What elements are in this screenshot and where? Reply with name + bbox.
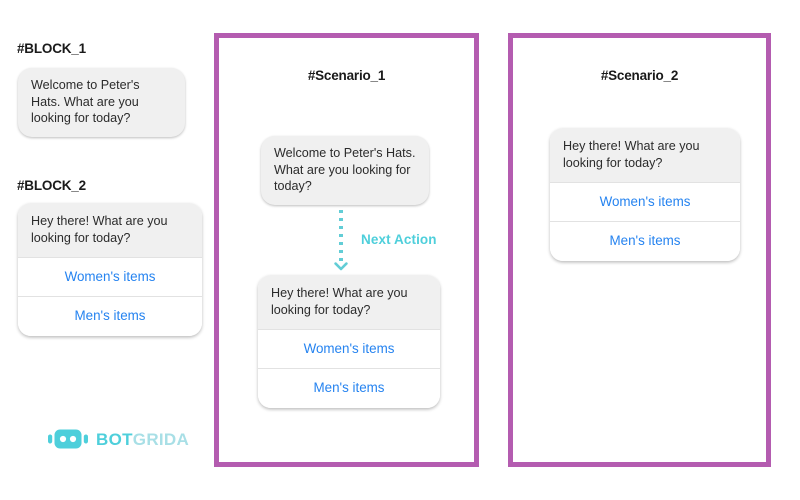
next-action-connector: Next Action [330,210,480,278]
botgrida-logo: BOTGRIDA [48,428,189,450]
block-2-heading: #BLOCK_2 [17,178,86,193]
scenario-2-card-message: Hey there! What are you looking for toda… [550,128,740,182]
block-2-message: Hey there! What are you looking for toda… [18,203,202,257]
next-action-label: Next Action [361,232,437,247]
scenario-1-option-mens-items[interactable]: Men's items [258,368,440,408]
scenario-2-title: #Scenario_2 [600,68,679,83]
block-2-card: Hey there! What are you looking for toda… [18,203,202,336]
block-2-option-mens-items[interactable]: Men's items [18,296,202,336]
block-1-heading: #BLOCK_1 [17,41,86,56]
scenario-1-option-womens-items[interactable]: Women's items [258,329,440,369]
blocks-column: #BLOCK_1 Welcome to Peter's Hats. What a… [0,0,212,500]
scenario-2-option-womens-items[interactable]: Women's items [550,182,740,222]
scenario-1-card: Hey there! What are you looking for toda… [258,275,440,408]
scenario-2-option-mens-items[interactable]: Men's items [550,221,740,261]
robot-icon [48,429,88,449]
dotted-connector-line [339,210,343,262]
scenario-2-card: Hey there! What are you looking for toda… [550,128,740,261]
block-2-option-womens-items[interactable]: Women's items [18,257,202,297]
scenario-1-panel: #Scenario_1 Welcome to Peter's Hats. Wha… [214,33,479,467]
block-1-message-bubble: Welcome to Peter's Hats. What are you lo… [18,68,185,137]
scenario-1-title: #Scenario_1 [307,68,386,83]
scenario-1-card-message: Hey there! What are you looking for toda… [258,275,440,329]
scenario-2-panel: #Scenario_2 Hey there! What are you look… [508,33,771,467]
logo-bot-text: BOT [96,429,133,449]
logo-wordmark: BOTGRIDA [96,431,189,448]
logo-grida-text: GRIDA [132,429,190,449]
chevron-down-icon [334,262,348,271]
scenario-1-message-bubble: Welcome to Peter's Hats. What are you lo… [261,136,429,205]
